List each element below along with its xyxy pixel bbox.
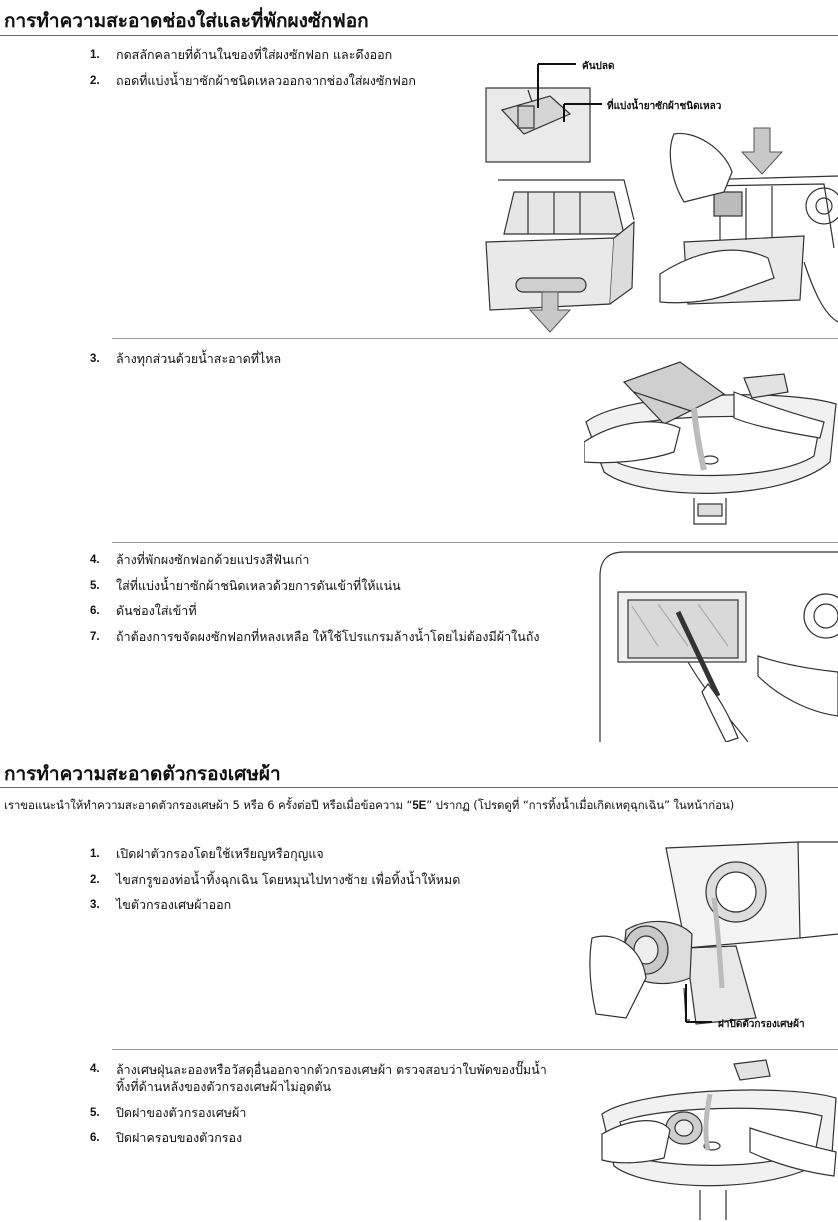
step-divider [112, 542, 838, 543]
list-item: 4.ล้างที่พักผงซักฟอกด้วยแปรงสีฟันเก่า [90, 552, 310, 567]
error-code: 5E [412, 800, 427, 812]
callout-liquid-divider: ที่แบ่งน้ำยาซักผ้าชนิดเหลว [607, 101, 722, 112]
step-divider [112, 338, 838, 339]
list-item: 6.ดันช่องใส่เข้าที่ [90, 603, 197, 618]
list-item: 5.ใส่ที่แบ่งน้ำยาซักผ้าชนิดเหลวด้วยการดั… [90, 577, 401, 593]
section1-title: การทำความสะอาดช่องใส่และที่พักผงซักฟอก [4, 10, 369, 32]
step-divider [112, 1049, 838, 1050]
filter-removal-illustration [589, 841, 838, 1025]
section2-title: การทำความสะอาดตัวกรองเศษผ้า [4, 763, 281, 785]
list-item: 6.ปิดฝาครอบของตัวกรอง [90, 1130, 243, 1145]
section2-steps-a: 1.เปิดฝาตัวกรองโดยใช้เหรียญหรือกุญแจ 2.ไ… [90, 846, 460, 923]
filter-rinse-illustration [601, 1059, 837, 1220]
list-item: 1.เปิดฝาตัวกรองโดยใช้เหรียญหรือกุญแจ [90, 846, 324, 861]
section2-intro: เราขอแนะนำให้ทำความสะอาดตัวกรองเศษผ้า 5 … [4, 798, 735, 812]
list-item: 3.ไขตัวกรองเศษผ้าออก [90, 897, 232, 912]
list-item: 2.ถอดที่แบ่งน้ำยาซักผ้าชนิดเหลวออกจากช่อ… [90, 72, 416, 88]
section2-steps-b: 4.ล้างเศษฝุ่นละอองหรือวัสดุอื่นออกจากตัว… [90, 1061, 547, 1156]
list-item: 2.ไขสกรูของท่อน้ำทิ้งฉุกเฉิน โดยหมุนไปทา… [90, 871, 461, 887]
drawer-removal-illustration [485, 63, 838, 333]
callout-filter-cover: ฝาปิดตัวกรองเศษผ้า [718, 1019, 805, 1030]
callout-release-lever: คันปลด [582, 61, 615, 72]
list-item: 1.กดสลักคลายที่ด้านในของที่ใส่ผงซักฟอก แ… [90, 47, 393, 62]
section1-steps-c: 4.ล้างที่พักผงซักฟอกด้วยแปรงสีฟันเก่า 5.… [90, 552, 539, 654]
section1-rule [0, 35, 838, 36]
list-item: 3.ล้างทุกส่วนด้วยน้ำสะอาดที่ไหล [90, 351, 282, 366]
list-item: 7.ถ้าต้องการขจัดผงซักฟอกที่หลงเหลือ ให้ใ… [90, 628, 540, 644]
brush-housing-illustration [599, 551, 838, 742]
section2-rule [0, 787, 838, 788]
sink-rinse-illustration [584, 361, 837, 525]
section1-steps-a: 1.กดสลักคลายที่ด้านในของที่ใส่ผงซักฟอก แ… [90, 47, 416, 98]
list-item: 4.ล้างเศษฝุ่นละอองหรือวัสดุอื่นออกจากตัว… [90, 1062, 547, 1094]
list-item: 5.ปิดฝาของตัวกรองเศษผ้า [90, 1104, 247, 1120]
section1-steps-b: 3.ล้างทุกส่วนด้วยน้ำสะอาดที่ไหล [90, 351, 281, 377]
